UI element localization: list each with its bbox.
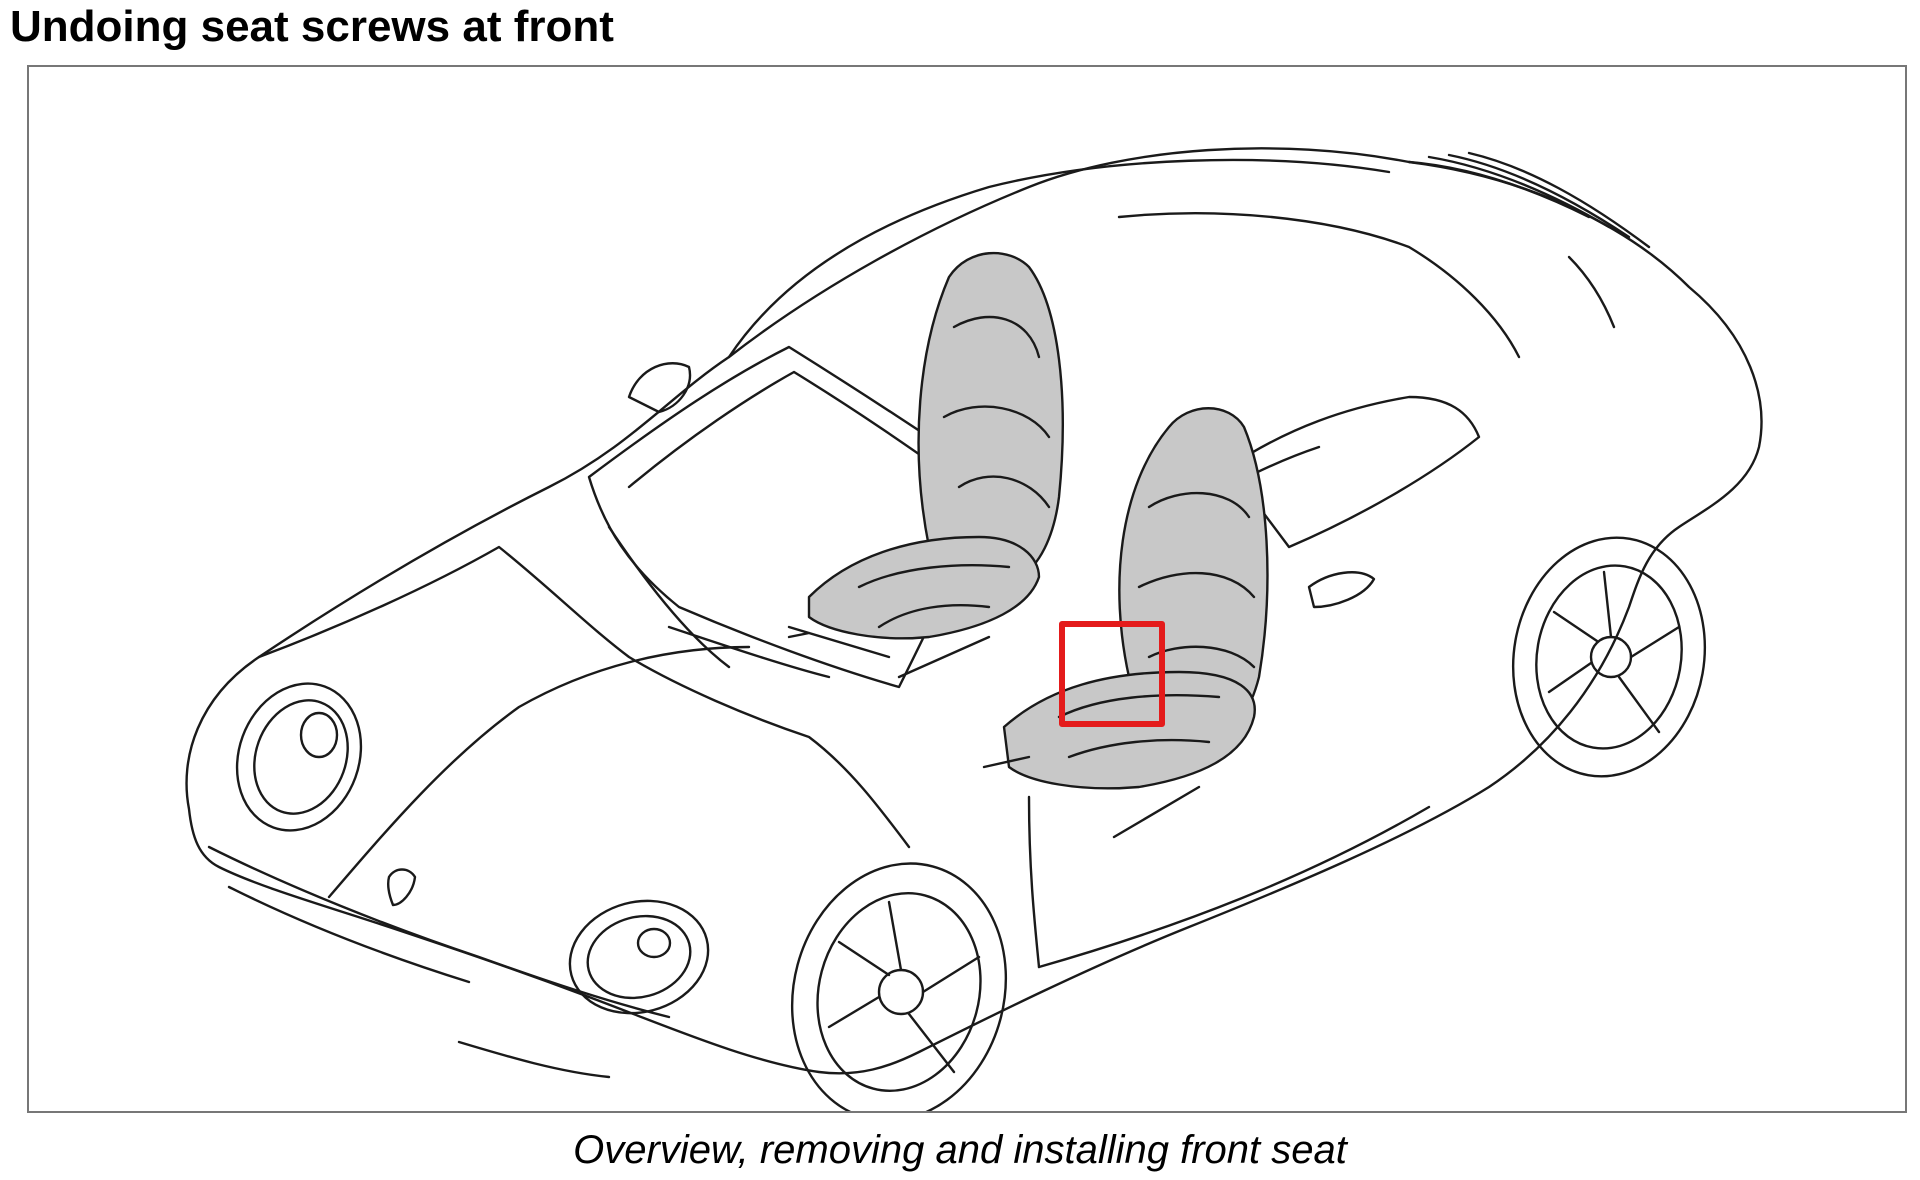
figure-frame: [27, 65, 1907, 1113]
highlight-box: [1059, 621, 1165, 727]
headlight-left: [235, 682, 363, 832]
figure-caption: Overview, removing and installing front …: [573, 1128, 1347, 1172]
seat-right: [982, 407, 1269, 839]
wheel-front: [790, 862, 1008, 1111]
wheel-rear: [1511, 536, 1707, 778]
car-overview-illustration: [185, 147, 1763, 1111]
headlight-right: [568, 899, 710, 1015]
seat-left: [787, 251, 1064, 679]
car-body: [185, 147, 1763, 1079]
page-title: Undoing seat screws at front: [10, 2, 614, 51]
